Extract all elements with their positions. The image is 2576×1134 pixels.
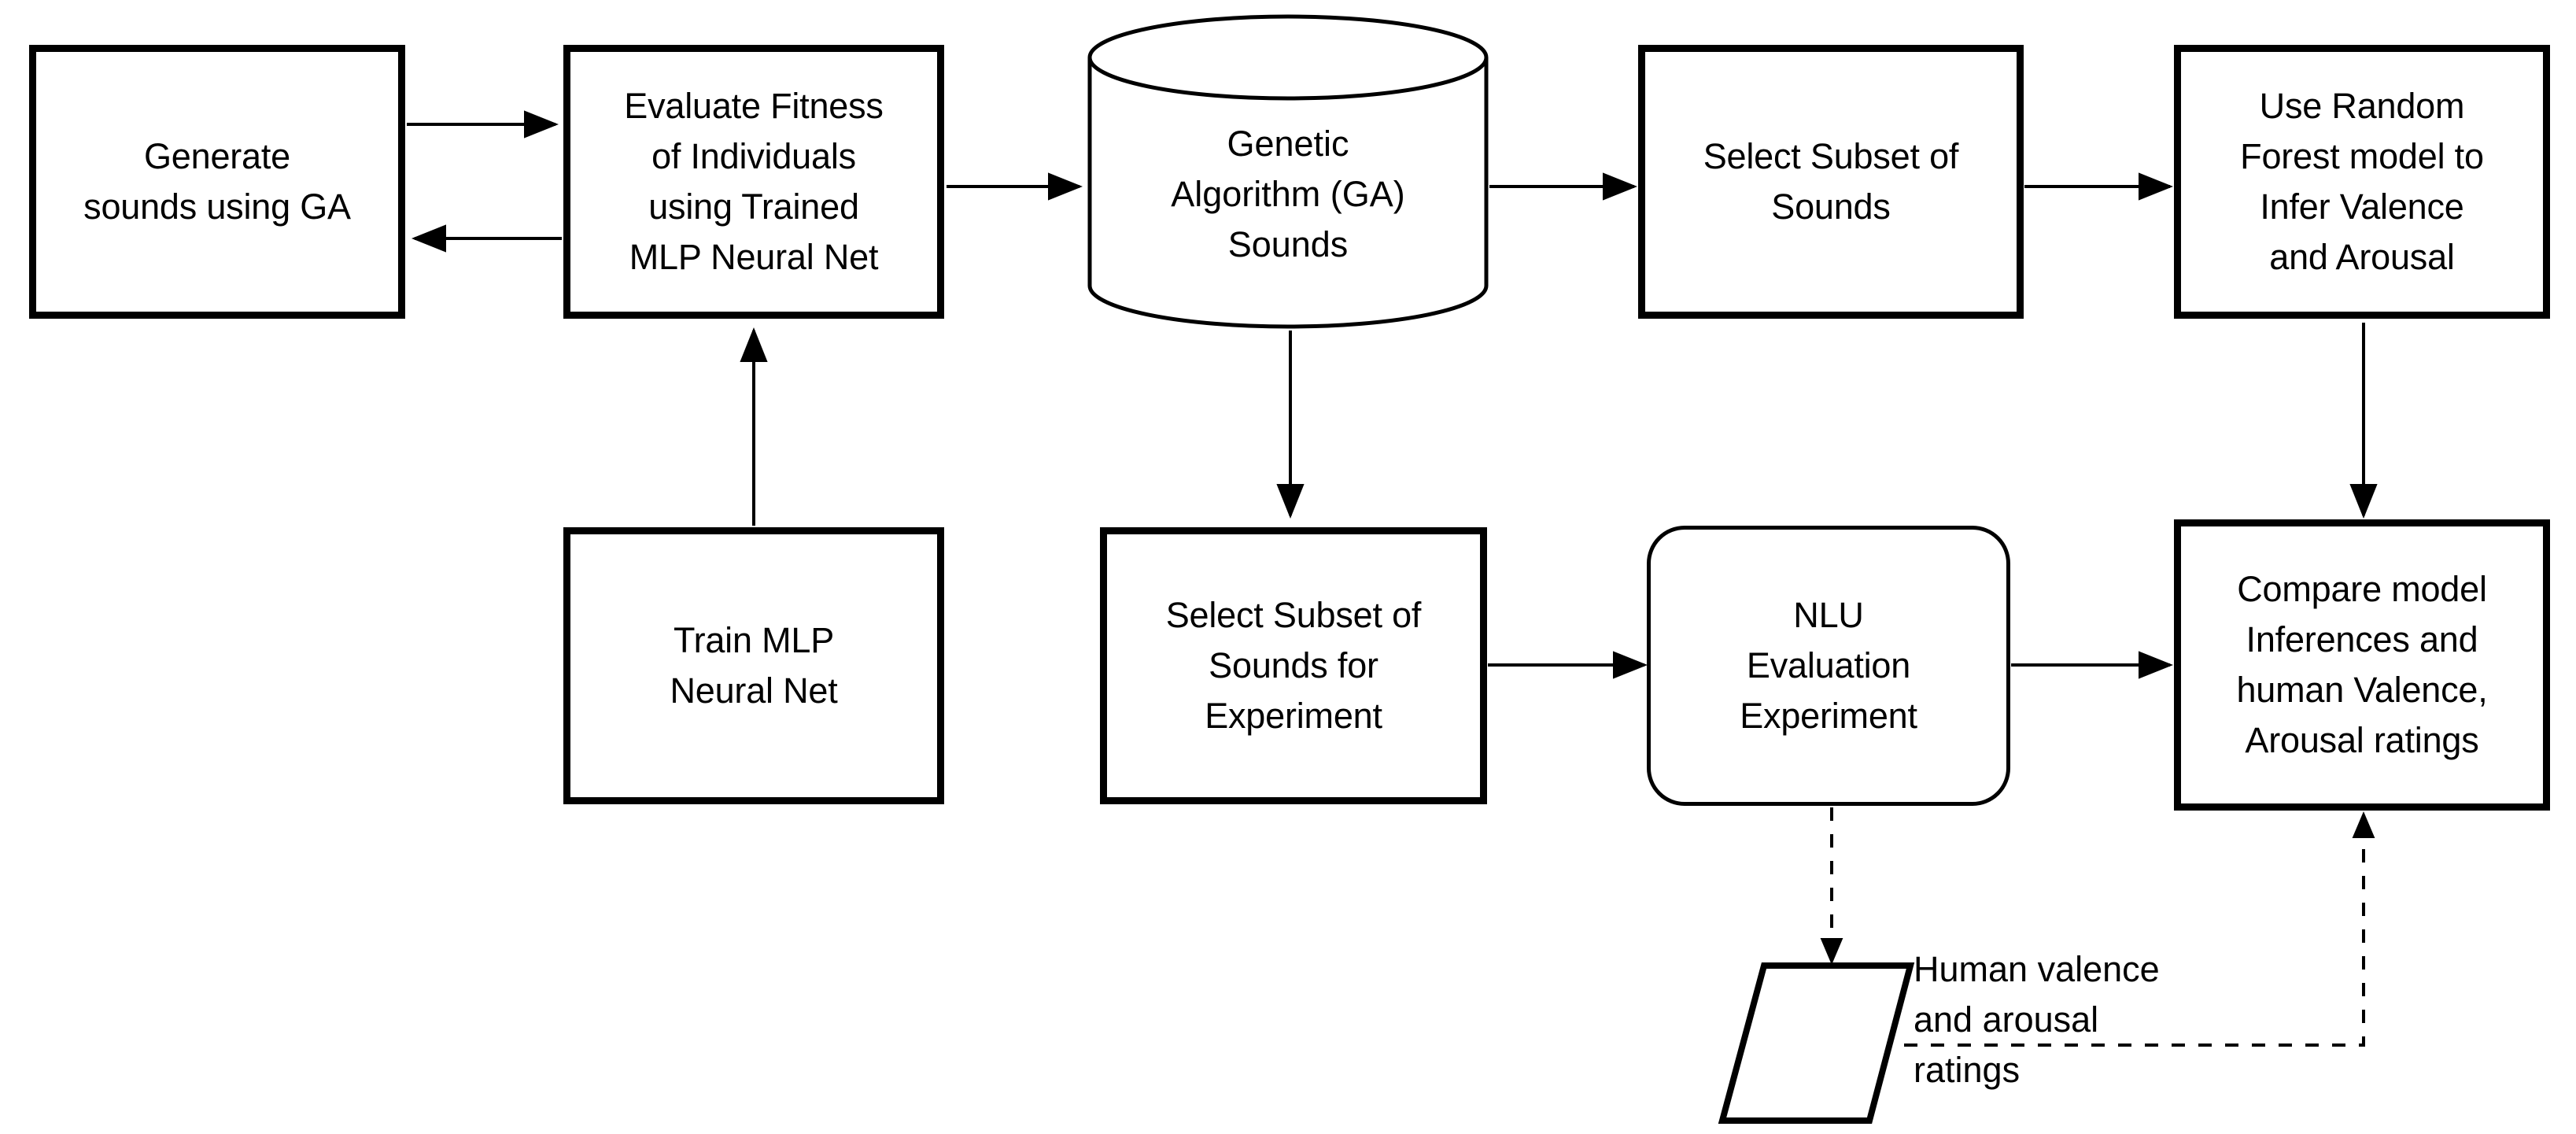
node-generate-sounds-label: Generate sounds using GA [83,136,351,227]
node-random-forest[interactable]: Use Random Forest model to Infer Valence… [2174,45,2550,319]
node-evaluate-fitness[interactable]: Evaluate Fitness of Individuals using Tr… [563,45,944,319]
node-evaluate-fitness-label: Evaluate Fitness of Individuals using Tr… [624,86,884,277]
cylinder-shape [1087,14,1489,329]
node-compare-model-label: Compare model Inferences and human Valen… [2236,569,2488,760]
node-select-subset-experiment-label: Select Subset of Sounds for Experiment [1165,595,1422,736]
node-train-mlp-label: Train MLP Neural Net [670,620,838,711]
human-ratings-caption: Human valence and arousal ratings [1914,949,2160,1090]
node-compare-model[interactable]: Compare model Inferences and human Valen… [2174,519,2550,811]
node-nlu-experiment[interactable]: NLU Evaluation Experiment [1647,526,2010,806]
node-train-mlp[interactable]: Train MLP Neural Net [563,527,944,804]
node-ga-sounds-store[interactable]: Genetic Algorithm (GA) Sounds [1086,14,1490,329]
node-ga-sounds-store-label: Genetic Algorithm (GA) Sounds [1171,124,1405,264]
node-select-subset-sounds-label: Select Subset of Sounds [1703,136,1959,227]
node-random-forest-label: Use Random Forest model to Infer Valence… [2240,86,2484,277]
parallelogram-shape [1718,962,1915,1124]
node-generate-sounds[interactable]: Generate sounds using GA [29,45,405,319]
node-human-ratings[interactable] [1715,962,1920,1127]
node-nlu-experiment-label: NLU Evaluation Experiment [1740,595,1917,736]
node-select-subset-experiment[interactable]: Select Subset of Sounds for Experiment [1100,527,1487,804]
node-select-subset-sounds[interactable]: Select Subset of Sounds [1638,45,2024,319]
